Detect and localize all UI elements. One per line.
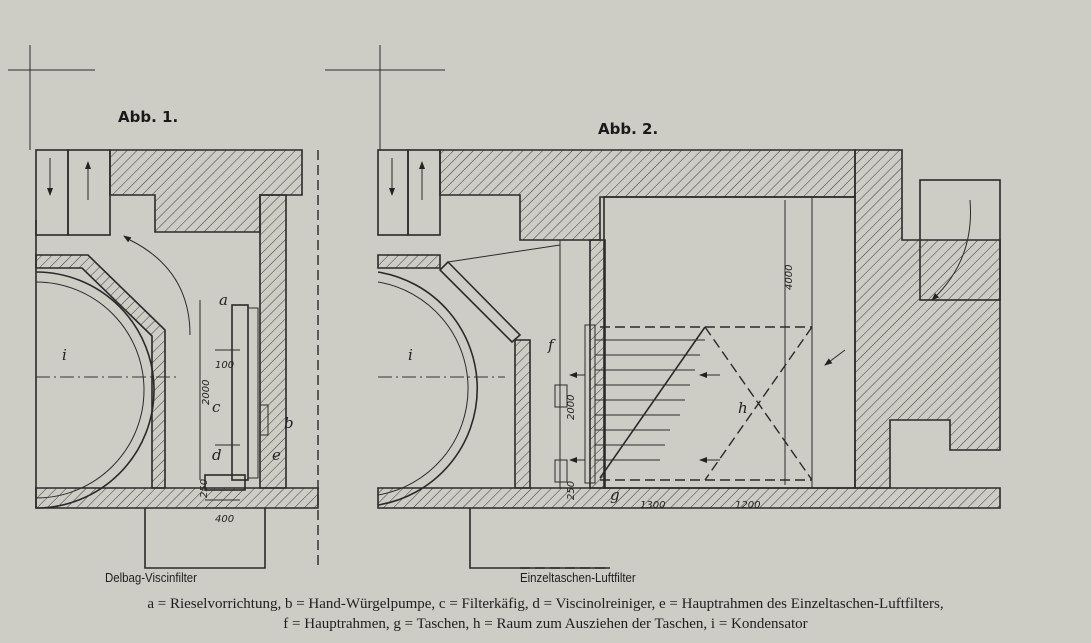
label-b: b [284, 414, 294, 432]
figure-2-caption: Einzeltaschen-Luftfilter [520, 570, 636, 585]
label-f: f [547, 336, 556, 354]
label-e: e [272, 446, 281, 464]
dim-100: 100 [215, 360, 234, 371]
dim-400: 400 [215, 514, 234, 525]
dim-2000-fig2: 2000 [566, 395, 577, 420]
label-a: a [219, 291, 228, 309]
legend-line-1: a = Rieselvorrichtung, b = Hand-Würgelpu… [147, 596, 944, 612]
label-h: h [738, 399, 748, 417]
dim-250-fig1: 250 [199, 479, 210, 498]
dim-250-fig2: 250 [566, 481, 577, 500]
dim-1300: 1300 [640, 500, 665, 511]
legend-line-2: f = Hauptrahmen, g = Taschen, h = Raum z… [283, 616, 808, 632]
label-i-fig1: i [62, 346, 67, 364]
figure-1-drawing: i a b c d e 100 2000 250 400 Abb. 1. [35, 108, 319, 569]
label-c: c [212, 398, 221, 416]
label-d: d [212, 446, 222, 464]
dim-2000-fig1: 2000 [201, 380, 212, 405]
registration-marks [8, 45, 445, 150]
figure-2-label: Abb. 2. [598, 120, 658, 138]
figure-1-caption: Delbag-Viscinfilter [105, 570, 197, 585]
label-i-fig2: i [408, 346, 413, 364]
figure-1-label: Abb. 1. [118, 108, 178, 126]
filter-pockets [595, 326, 706, 479]
dim-1200: 1200 [735, 500, 760, 511]
label-g: g [610, 486, 620, 504]
dim-4000: 4000 [784, 265, 795, 290]
figure-2-drawing: i f g h 2000 250 1300 [377, 120, 1001, 569]
